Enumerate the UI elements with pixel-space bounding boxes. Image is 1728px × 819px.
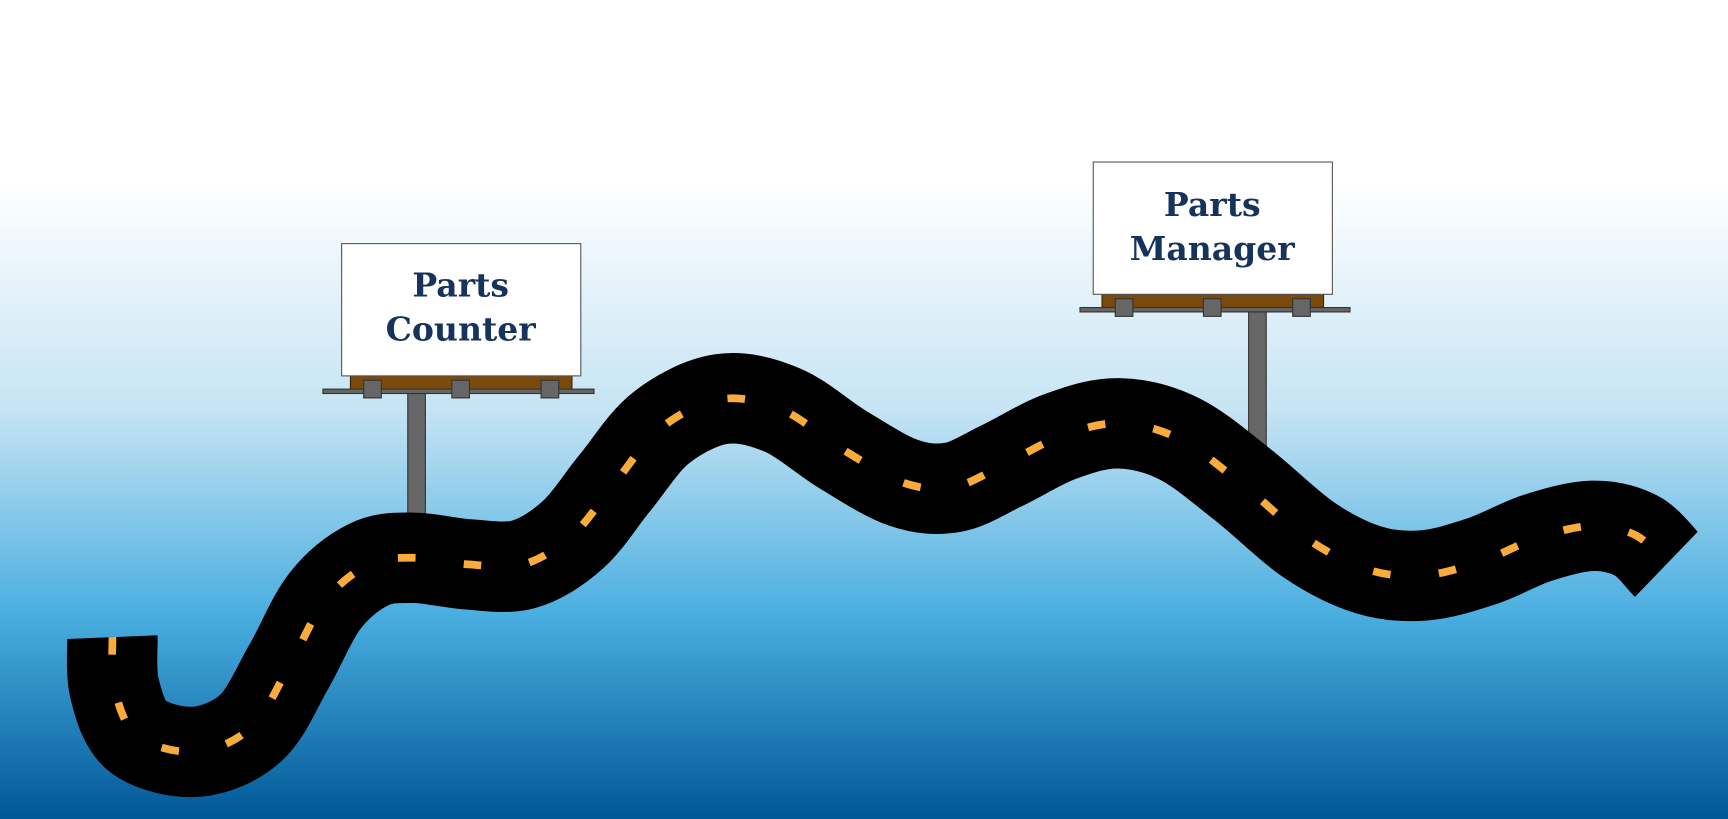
billboard-parts-manager: Parts Manager xyxy=(1079,161,1351,454)
billboard-bracket xyxy=(1202,298,1222,317)
billboard-bracket xyxy=(540,379,560,399)
billboard-pole xyxy=(1248,309,1267,454)
billboard-panel xyxy=(341,243,582,377)
billboard-text-line1: Parts xyxy=(1164,185,1261,224)
billboard-text-line2: Manager xyxy=(1130,229,1296,268)
winding-road xyxy=(66,353,1700,798)
billboard-bracket xyxy=(1292,298,1311,317)
billboard-parts-counter: Parts Counter xyxy=(322,243,595,525)
billboard-bracket xyxy=(363,379,382,399)
billboard-panel xyxy=(1092,161,1333,295)
billboard-bracket xyxy=(1114,298,1134,317)
billboard-text-line1: Parts xyxy=(412,266,509,305)
billboard-pole xyxy=(407,390,426,525)
billboard-bracket xyxy=(451,379,471,399)
billboard-text-line2: Counter xyxy=(386,310,537,349)
